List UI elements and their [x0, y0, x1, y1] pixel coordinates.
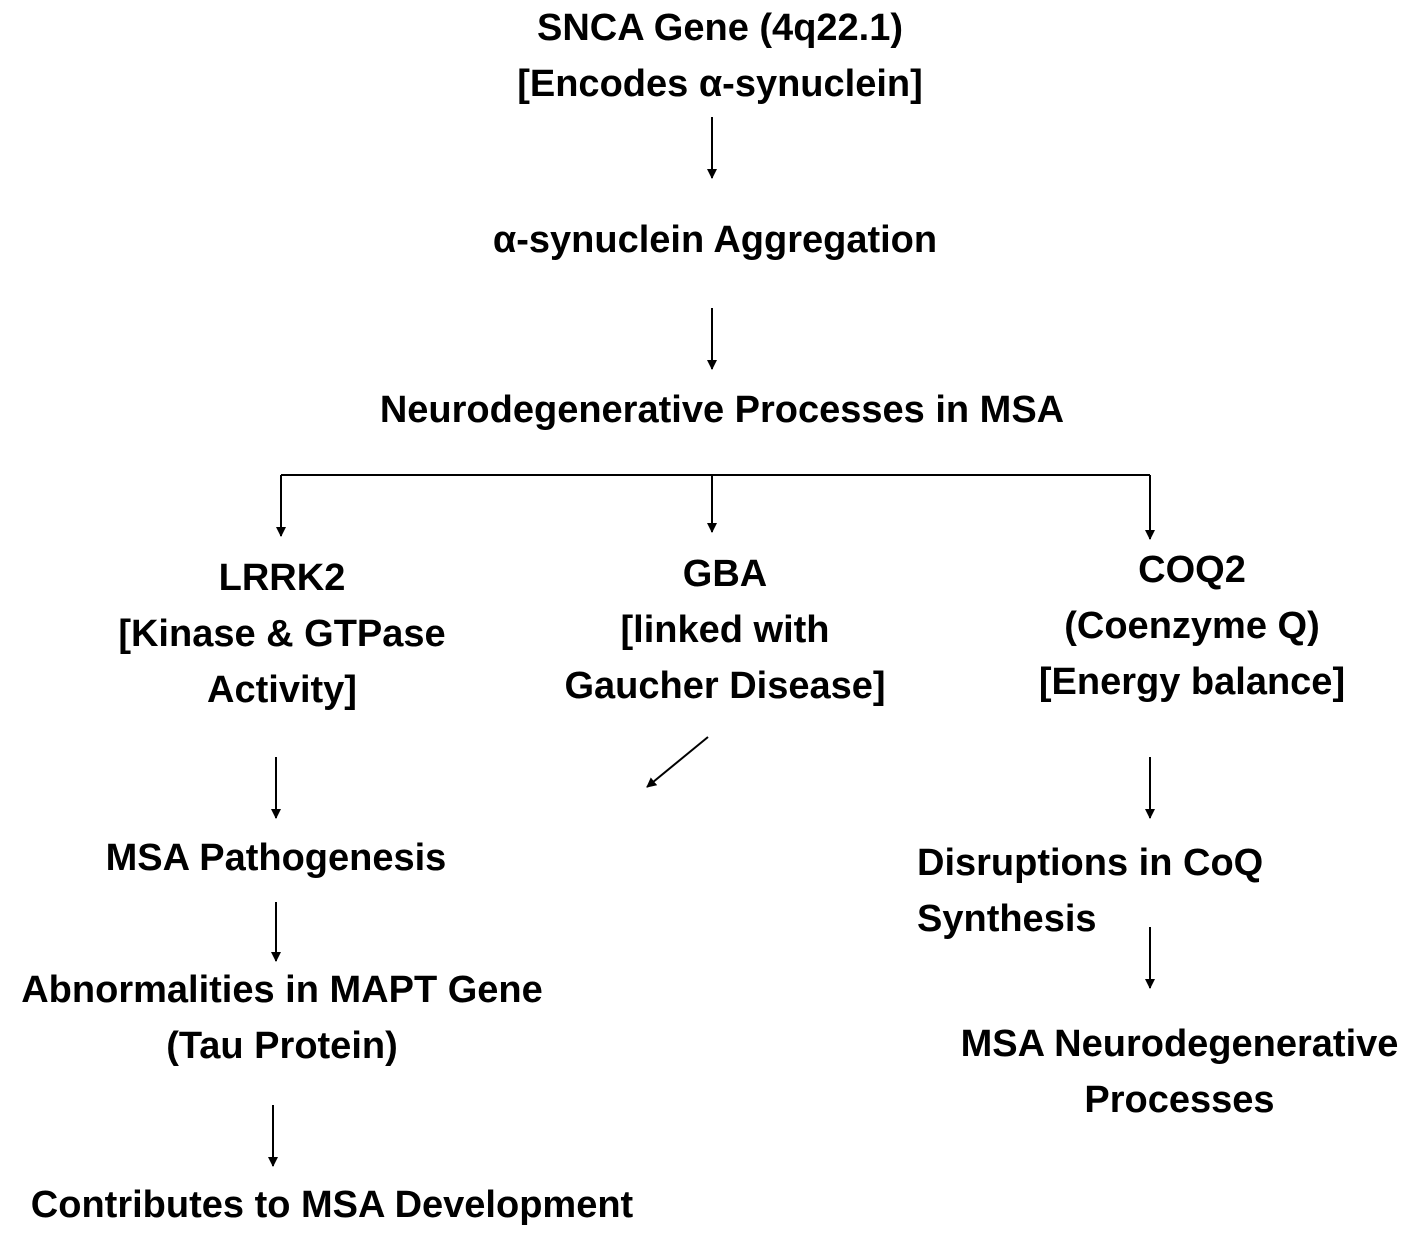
node-snca-gene: SNCA Gene (4q22.1) [Encodes α-synuclein]	[470, 0, 970, 112]
node-neurodegenerative-processes: Neurodegenerative Processes in MSA	[322, 382, 1122, 438]
node-line: (Coenzyme Q)	[1064, 605, 1320, 647]
node-line: Processes	[1084, 1079, 1275, 1121]
node-line: α-synuclein Aggregation	[492, 219, 938, 261]
node-line: Neurodegenerative Processes in MSA	[379, 389, 1065, 431]
node-line: MSA Pathogenesis	[105, 837, 447, 879]
node-line: [Encodes α-synuclein]	[517, 63, 923, 105]
node-line: [Energy balance]	[1038, 661, 1346, 703]
node-gba: GBA [linked with Gaucher Disease]	[525, 546, 925, 714]
node-line: Activity]	[207, 669, 357, 711]
node-line: MSA Neurodegenerative	[960, 1023, 1399, 1065]
node-line: Synthesis	[917, 898, 1097, 940]
node-lrrk2: LRRK2 [Kinase & GTPase Activity]	[82, 550, 482, 718]
node-line: Disruptions in CoQ	[917, 842, 1264, 884]
node-line: LRRK2	[218, 557, 346, 599]
node-synuclein-aggregation: α-synuclein Aggregation	[415, 212, 1015, 268]
node-line: SNCA Gene (4q22.1)	[536, 7, 904, 49]
edge-arrow-gba-diagonal	[646, 736, 709, 788]
node-msa-pathogenesis: MSA Pathogenesis	[76, 830, 476, 886]
node-msa-development: Contributes to MSA Development	[0, 1177, 664, 1233]
node-line: Gaucher Disease]	[564, 665, 886, 707]
node-line: (Tau Protein)	[166, 1025, 398, 1067]
node-coq-synthesis-disruption: Disruptions in CoQ Synthesis	[917, 835, 1337, 947]
node-mapt-abnormalities: Abnormalities in MAPT Gene (Tau Protein)	[0, 962, 564, 1074]
node-msa-neurodegenerative-processes: MSA Neurodegenerative Processes	[942, 1016, 1417, 1128]
node-line: [Kinase & GTPase	[118, 613, 446, 655]
node-line: COQ2	[1138, 549, 1246, 591]
node-line: Abnormalities in MAPT Gene	[21, 969, 543, 1011]
node-line: [linked with	[620, 609, 830, 651]
node-line: Contributes to MSA Development	[30, 1184, 634, 1226]
node-coq2: COQ2 (Coenzyme Q) [Energy balance]	[1002, 542, 1382, 710]
node-line: GBA	[682, 553, 768, 595]
